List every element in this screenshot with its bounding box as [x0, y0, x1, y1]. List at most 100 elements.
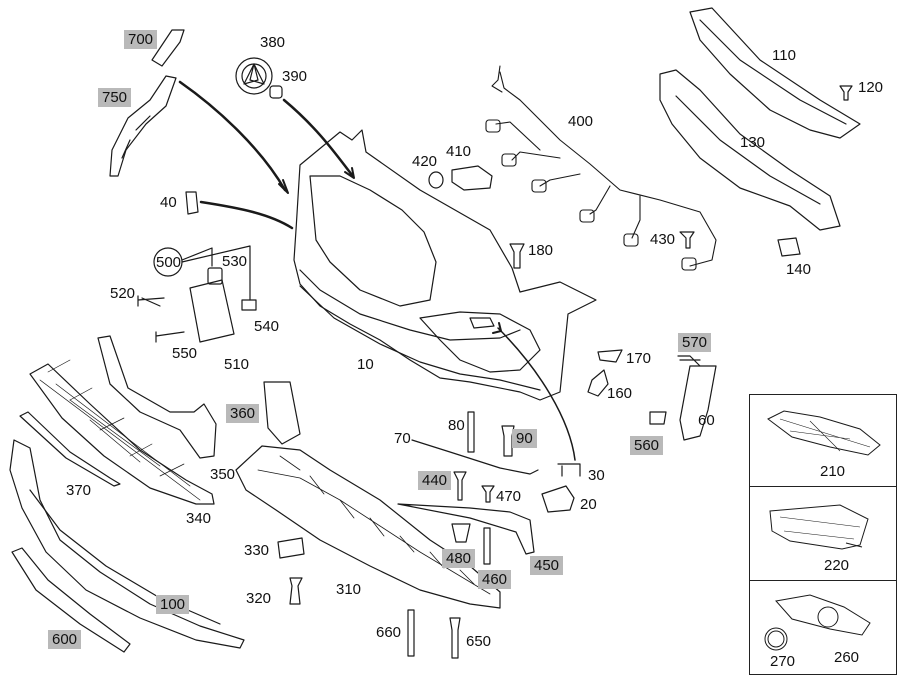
part-600-strip: [11, 547, 131, 653]
part-600-label: 600: [48, 630, 82, 649]
part-20-label: 20: [580, 496, 597, 513]
part-340-grille: [29, 359, 215, 505]
part-570-bolt: [677, 355, 701, 367]
part-20-cover: [541, 485, 575, 513]
part-330-label: 330: [244, 542, 270, 559]
part-390: [269, 85, 283, 99]
part-420-ring: [428, 171, 444, 189]
part-430-label: 430: [650, 231, 676, 248]
part-180-label: 180: [528, 242, 554, 259]
part-60-label: 60: [698, 412, 715, 429]
part-10-bumper-cover: [293, 129, 597, 401]
part-160-label: 160: [607, 385, 633, 402]
part-70-label: 70: [394, 430, 411, 447]
part-530-clip: [207, 267, 223, 285]
part-420-label: 420: [412, 153, 438, 170]
part-550-bolt: [155, 331, 185, 343]
part-40-label: 40: [160, 194, 177, 211]
part-110-label: 110: [772, 47, 796, 64]
part-450-strip: [397, 503, 535, 555]
part-480-nut: [451, 523, 471, 543]
part-130-label: 130: [740, 134, 766, 151]
part-540-nut: [241, 299, 257, 311]
part-330-clip: [277, 537, 305, 559]
part-90-label: 90: [512, 429, 537, 448]
part-350-strip: [97, 335, 217, 459]
part-350-label: 350: [210, 466, 236, 483]
part-460-rivet: [483, 527, 491, 565]
part-80-label: 80: [448, 417, 465, 434]
part-560-clip: [649, 411, 667, 425]
part-140-label: 140: [786, 261, 812, 278]
part-470-label: 470: [496, 488, 522, 505]
part-750-label: 750: [98, 88, 132, 107]
part-60-bracket: [679, 365, 717, 441]
part-310-label: 310: [336, 581, 362, 598]
part-480-label: 480: [442, 549, 476, 568]
part-170-label: 170: [626, 350, 652, 367]
part-510-label: 510: [224, 356, 250, 373]
part-320-bolt: [289, 577, 303, 605]
part-70-cable: [411, 439, 539, 475]
part-370-strip: [19, 411, 121, 487]
part-440-bolt: [453, 471, 467, 501]
part-390-label: 390: [282, 68, 308, 85]
part-370-label: 370: [66, 482, 92, 499]
part-100-spoiler: [9, 439, 245, 649]
part-270-label: 270: [770, 653, 796, 670]
part-400-wiring-harness: [485, 65, 717, 271]
part-100-label: 100: [156, 595, 190, 614]
part-400-label: 400: [568, 113, 594, 130]
part-310-underbody: [235, 445, 501, 609]
part-320-label: 320: [246, 590, 272, 607]
part-450-label: 450: [530, 556, 564, 575]
part-520-label: 520: [110, 285, 136, 302]
detail-panel-270-260: 270 260: [749, 580, 897, 675]
part-750-trim: [109, 75, 177, 177]
part-30-label: 30: [588, 467, 605, 484]
part-130-beam: [659, 69, 841, 231]
part-660-label: 660: [376, 624, 402, 641]
part-380-label: 380: [260, 34, 286, 51]
part-650-bolt: [449, 617, 461, 659]
part-440-label: 440: [418, 471, 452, 490]
part-340-label: 340: [186, 510, 212, 527]
part-120-label: 120: [858, 79, 884, 96]
part-550-label: 550: [172, 345, 198, 362]
part-360-label: 360: [226, 404, 260, 423]
part-170-clip: [597, 349, 623, 363]
part-570-label: 570: [678, 333, 712, 352]
part-700-trim: [151, 29, 185, 67]
part-650-label: 650: [466, 633, 492, 650]
detail-panel-210: 210: [749, 394, 897, 488]
part-510-plate: [189, 279, 235, 343]
part-80-pin: [467, 411, 475, 453]
part-120-screw: [839, 85, 853, 101]
part-410-sensor: [451, 165, 493, 191]
part-160-clip: [587, 369, 609, 397]
part-380-emblem: [235, 57, 273, 95]
part-90-clip: [501, 425, 515, 457]
part-40: [185, 191, 199, 215]
part-540-label: 540: [254, 318, 280, 335]
part-10-label: 10: [357, 356, 374, 373]
part-530-label: 530: [222, 253, 248, 270]
part-260-label: 260: [834, 649, 860, 666]
detail-panel-220: 220: [749, 486, 897, 582]
part-110-absorber: [689, 7, 861, 139]
part-520-bolt: [137, 295, 165, 307]
part-470-screw: [481, 485, 495, 503]
part-180-fastener: [509, 243, 525, 269]
part-140-pad: [777, 237, 801, 257]
part-410-label: 410: [446, 143, 472, 160]
part-360-bracket: [263, 381, 301, 445]
part-430-screw: [679, 231, 695, 249]
part-30-clip: [557, 463, 581, 477]
part-460-label: 460: [478, 570, 512, 589]
part-210-label: 210: [820, 463, 846, 480]
part-220-label: 220: [824, 557, 850, 574]
part-700-label: 700: [124, 30, 158, 49]
part-560-label: 560: [630, 436, 664, 455]
part-660-rivet: [407, 609, 415, 657]
